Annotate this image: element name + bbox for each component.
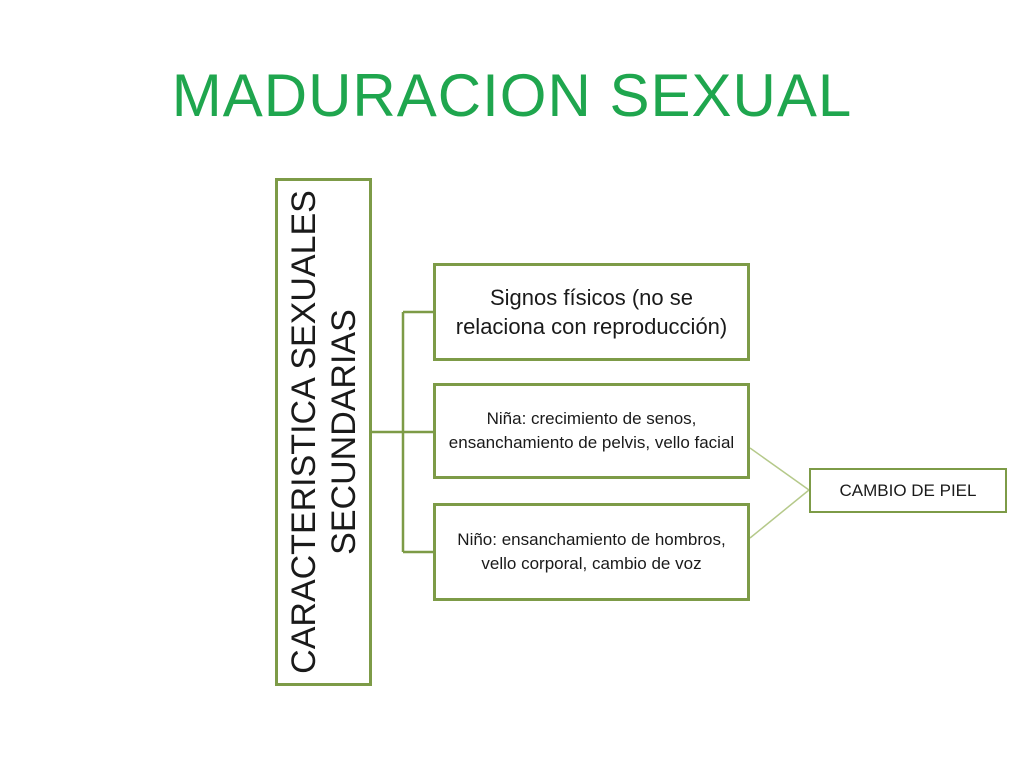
leaf-connector-upper xyxy=(749,447,810,491)
child-label-nina: Niña: crecimiento de senos, ensanchamien… xyxy=(448,409,735,452)
root-label: CARACTERISTICA SEXUALES SECUNDARIAS xyxy=(284,190,364,674)
child-box-nina: Niña: crecimiento de senos, ensanchamien… xyxy=(433,383,750,479)
child-label-nino: Niño: ensanchamiento de hombros, vello c… xyxy=(457,530,726,573)
child-label-signos-fisicos: Signos físicos (no se relaciona con repr… xyxy=(455,285,728,339)
root-box-caracteristicas: CARACTERISTICA SEXUALES SECUNDARIAS xyxy=(275,178,372,686)
root-label-line-2: SECUNDARIAS xyxy=(324,309,363,555)
root-label-line-1: CARACTERISTICA SEXUALES xyxy=(284,190,323,674)
leaf-box-cambio-de-piel: CAMBIO DE PIEL xyxy=(809,468,1007,513)
child-box-nino: Niño: ensanchamiento de hombros, vello c… xyxy=(433,503,750,601)
slide-title: MADURACION SEXUAL xyxy=(171,62,853,129)
leaf-connector-lower xyxy=(749,489,810,539)
child-box-signos-fisicos: Signos físicos (no se relaciona con repr… xyxy=(433,263,750,361)
leaf-label-cambio-de-piel: CAMBIO DE PIEL xyxy=(839,480,977,500)
